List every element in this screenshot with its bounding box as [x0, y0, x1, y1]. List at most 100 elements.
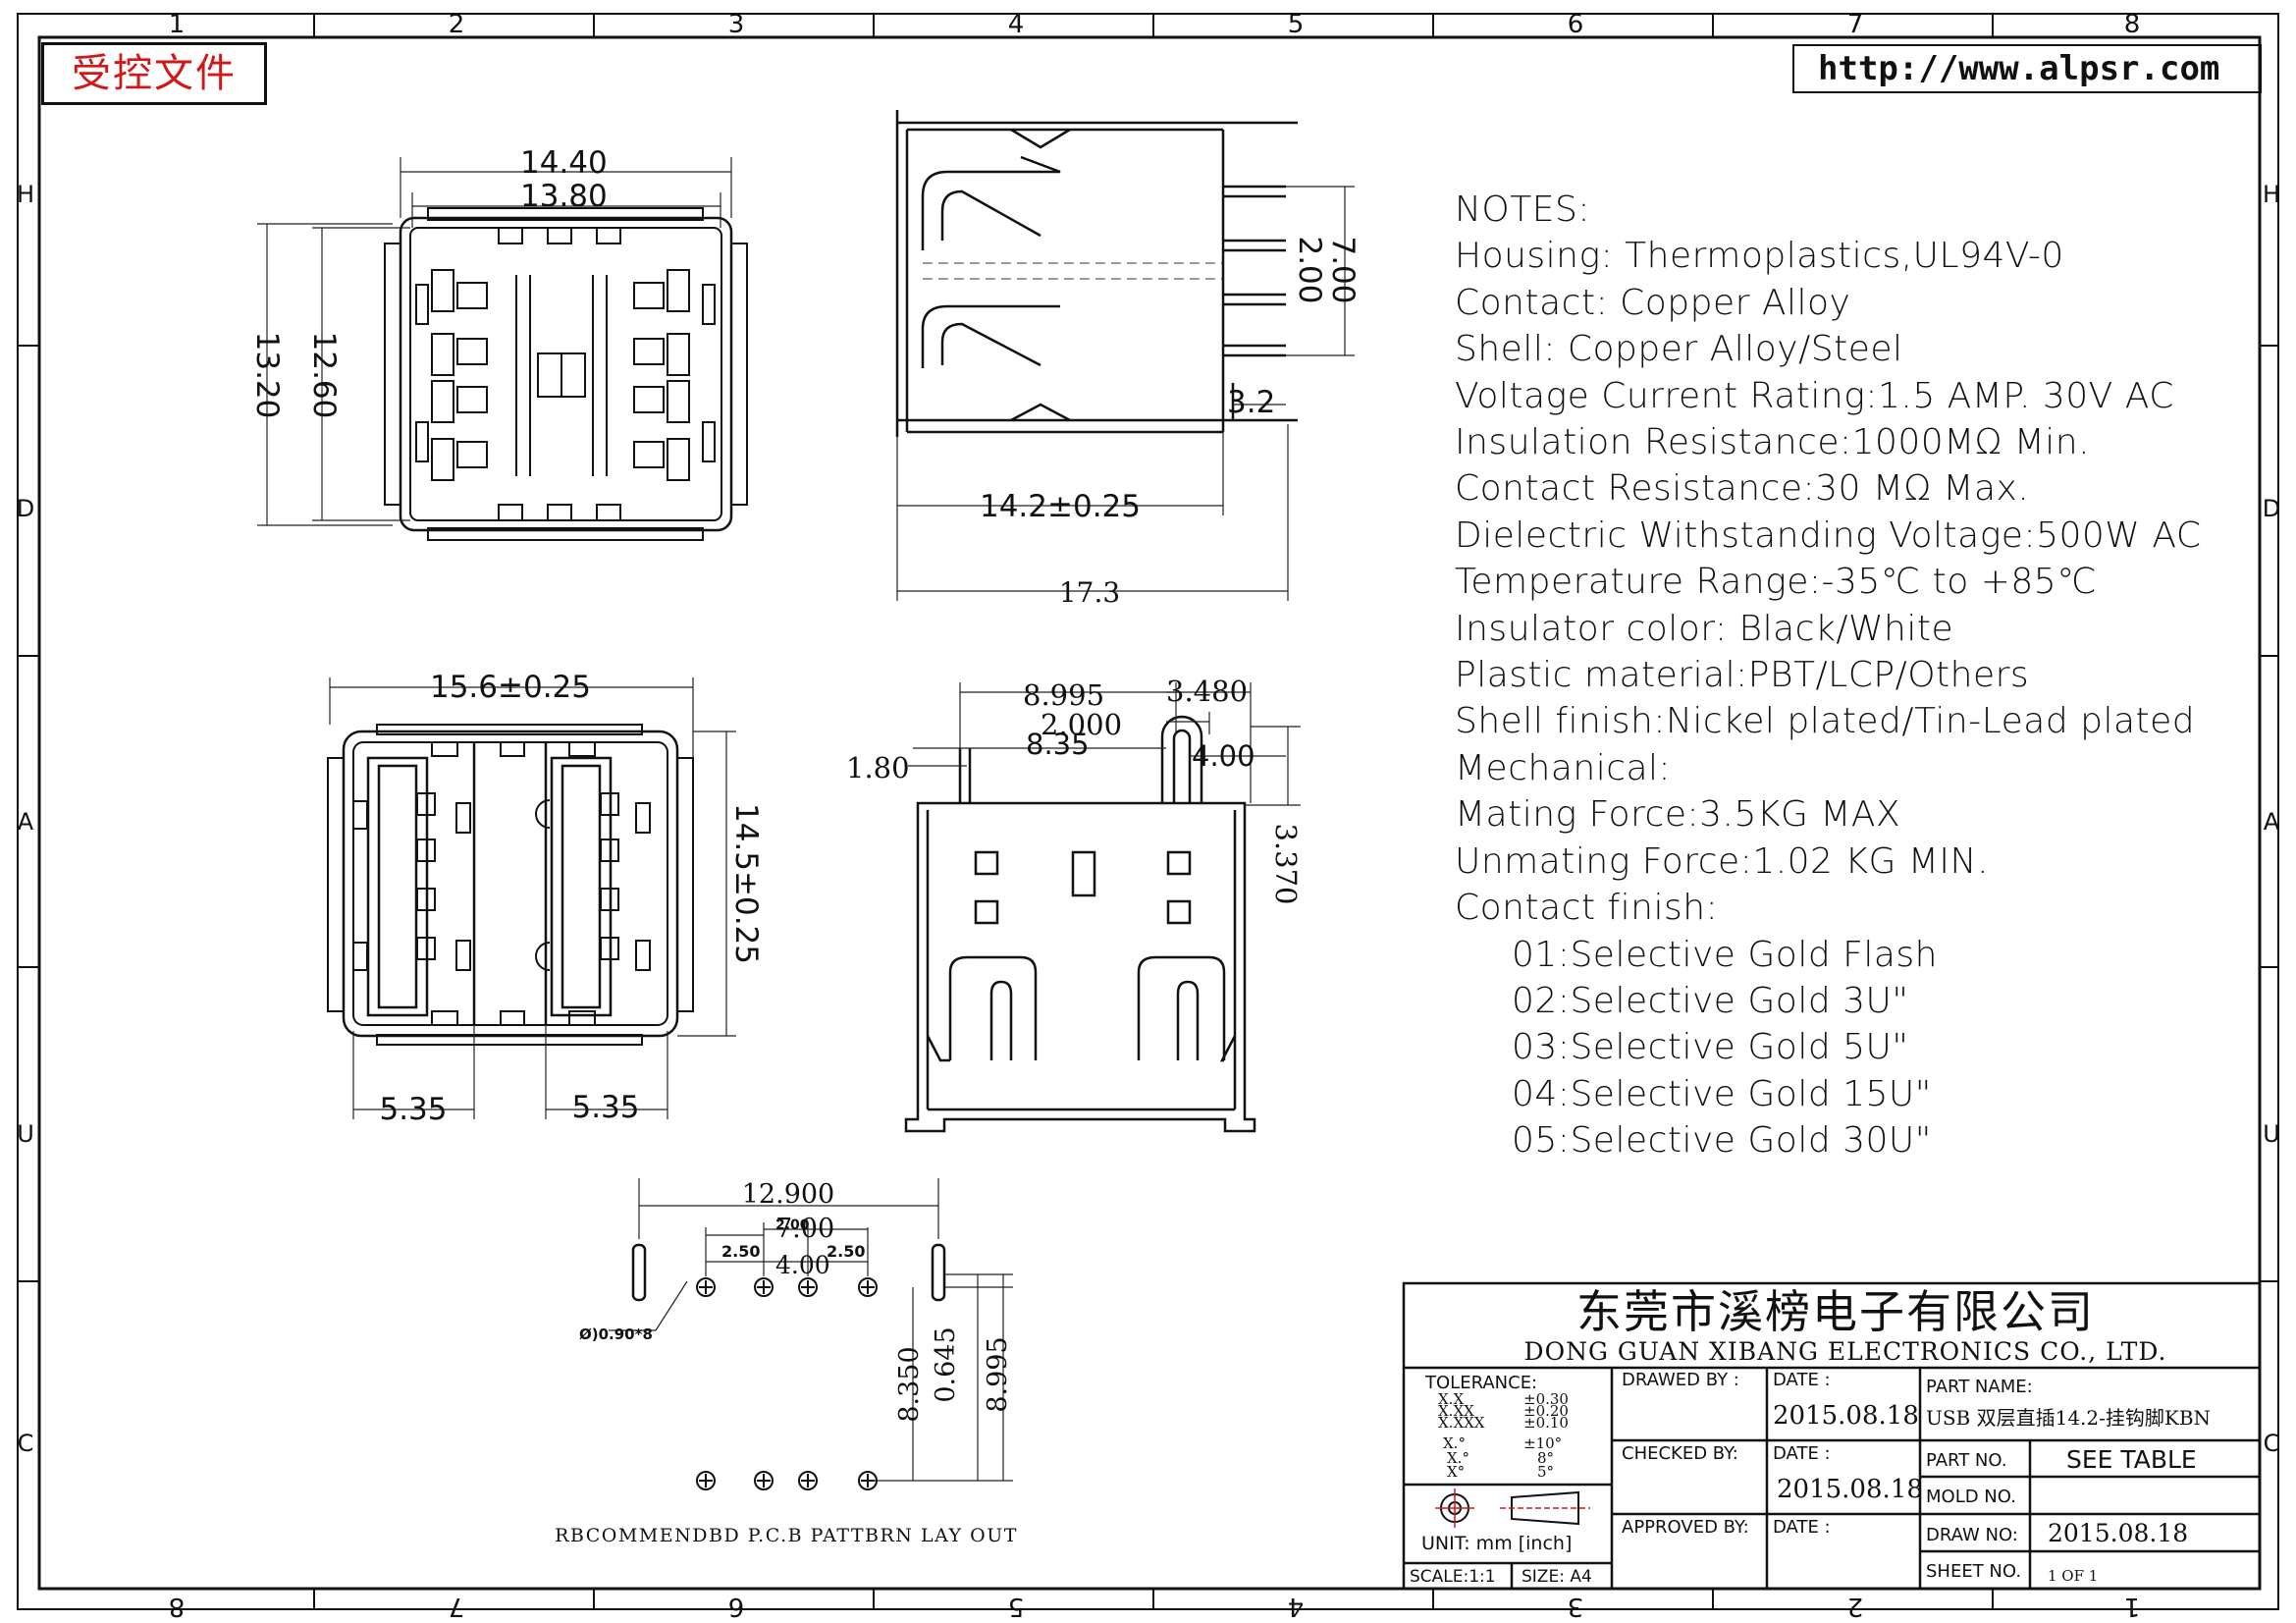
tol-key: X.XXX	[1438, 1414, 1485, 1432]
mold-no-label: MOLD NO.	[1926, 1487, 2016, 1507]
tol-key: X.XX	[1438, 1402, 1474, 1420]
row-label: C	[2264, 1430, 2280, 1457]
dim-label: 2.00	[1292, 236, 1327, 303]
row-label: A	[2264, 808, 2280, 836]
checked-date: 2015.08.18	[1777, 1475, 1923, 1504]
sheet-count: 1 OF 1	[2048, 1567, 2098, 1585]
tol-key: X.X	[1438, 1390, 1464, 1408]
note-line: Contact: Copper Alloy	[1455, 282, 1851, 323]
note-line: Shell: Copper Alloy/Steel	[1455, 329, 1903, 370]
date-label: DATE :	[1773, 1517, 1831, 1538]
finish-option: 03:Selective Gold 5U"	[1512, 1027, 1909, 1068]
dim-label: 13.80	[520, 179, 608, 214]
dim-label: 14.5±0.25	[728, 803, 764, 964]
col-label: 3	[728, 10, 745, 39]
col-label: 5	[1288, 10, 1305, 39]
dim-label: 8.35	[1026, 728, 1090, 761]
note-line: Shell finish:Nickel plated/Tin-Lead plat…	[1455, 701, 2196, 742]
note-line: Mechanical:	[1455, 747, 1672, 788]
row-label: A	[18, 808, 34, 836]
dim-label: 7.00	[1325, 236, 1361, 303]
title-block: 东莞市溪榜电子有限公司 DONG GUAN XIBANG ELECTRONICS…	[1402, 1281, 2262, 1591]
draw-no-label: DRAW NO:	[1926, 1525, 2018, 1545]
dim-label: 14.40	[520, 145, 608, 181]
note-line: Temperature Range:-35℃ to +85℃	[1455, 562, 2098, 603]
dim-label: 2.000	[1041, 708, 1122, 741]
drawn-date: 2015.08.18	[1773, 1401, 1919, 1431]
note-line: Mating Force:3.5KG MAX	[1455, 794, 1901, 836]
note-line: Plastic material:PBT/LCP/Others	[1455, 655, 2030, 696]
row-label: C	[18, 1430, 34, 1457]
dim-label: 12.900	[742, 1179, 834, 1210]
col-label: 4	[1008, 10, 1025, 39]
tol-val: ±0.20	[1523, 1402, 1569, 1420]
note-line: Voltage Current Rating:1.5 AMP. 30V AC	[1455, 375, 2174, 416]
tol-key: X°	[1447, 1463, 1465, 1481]
dim-label: 7.00	[775, 1214, 834, 1244]
dim-label: 13.20	[249, 332, 285, 419]
dim-label: 2.50	[721, 1242, 760, 1261]
checked-by-label: CHECKED BY:	[1622, 1443, 1738, 1464]
col-label: 8	[2124, 10, 2141, 39]
tol-val: ±10°	[1523, 1434, 1562, 1452]
tol-val: 5°	[1537, 1463, 1554, 1481]
row-label: U	[17, 1120, 34, 1148]
dim-label: 3.370	[1269, 823, 1303, 904]
pcb-caption: RBCOMMENDBD P.C.B PATTBRN LAY OUT	[555, 1525, 1018, 1546]
projection-symbol-icon	[1435, 1488, 1590, 1528]
col-label-bottom: 3	[1568, 1592, 1584, 1621]
row-label: U	[2263, 1120, 2280, 1148]
row-label: H	[2263, 181, 2280, 208]
finish-option: 01:Selective Gold Flash	[1512, 934, 1938, 975]
dim-label: 5.35	[571, 1090, 639, 1125]
dim-label: 15.6±0.25	[430, 670, 591, 705]
size-label: SIZE: A4	[1522, 1567, 1592, 1587]
dim-label: 3.480	[1166, 675, 1248, 708]
side-view-bottom: 8.995 3.480 2.000 8.35 1.80 4.00 3.370	[846, 675, 1303, 1133]
part-name: USB 双层直插14.2-挂钩脚KBN	[1926, 1406, 2211, 1430]
col-label: 1	[169, 10, 186, 39]
col-label-bottom: 5	[1008, 1592, 1025, 1621]
col-label: 2	[449, 10, 465, 39]
note-line: Dielectric Withstanding Voltage:500W AC	[1455, 514, 2202, 556]
date-label: DATE :	[1773, 1443, 1831, 1464]
col-label-bottom: 7	[449, 1592, 465, 1621]
tolerance-label: TOLERANCE:	[1424, 1373, 1537, 1393]
col-label: 7	[1847, 10, 1864, 39]
row-label: H	[17, 181, 34, 208]
col-label-bottom: 2	[1847, 1592, 1864, 1621]
approved-by-label: APPROVED BY:	[1622, 1517, 1749, 1538]
part-name-label: PART NAME:	[1926, 1377, 2033, 1397]
dim-label: 1.80	[846, 751, 910, 784]
part-no: SEE TABLE	[2066, 1445, 2197, 1474]
finish-option: 05:Selective Gold 30U"	[1512, 1120, 1932, 1162]
dim-label: 4.00	[775, 1251, 830, 1279]
date-label: DATE :	[1773, 1370, 1831, 1390]
tol-val: ±0.30	[1523, 1390, 1569, 1408]
note-line: Contact Resistance:30 MΩ Max.	[1455, 468, 2030, 510]
company-name-en: DONG GUAN XIBANG ELECTRONICS CO., LTD.	[1524, 1337, 2167, 1366]
finish-option: 02:Selective Gold 3U"	[1512, 980, 1909, 1021]
note-line: Contact finish:	[1455, 888, 1719, 929]
note-line: NOTES:	[1455, 189, 1590, 230]
frame: 1 2 3 4 5 6 7 8 8 7 6 5 4 3 2 1 H D A U …	[17, 10, 2280, 1621]
draw-no: 2015.08.18	[2048, 1519, 2188, 1547]
tol-key: X.°	[1447, 1449, 1469, 1467]
dim-label: 8.995	[983, 1336, 1013, 1412]
dim-label: 2.50	[827, 1242, 865, 1261]
tol-val: 8°	[1537, 1449, 1554, 1467]
dim-label: 12.60	[306, 332, 342, 419]
dim-label: 3.2	[1227, 385, 1275, 420]
front-view-top: 14.40 13.80 13.20 12.60	[249, 145, 748, 541]
website-url: http://www.alpsr.com	[1792, 44, 2262, 93]
note-line: Insulation Resistance:1000MΩ Min.	[1455, 422, 2091, 463]
tol-val: ±0.10	[1523, 1414, 1569, 1432]
row-label: D	[2263, 495, 2280, 522]
company-name-cn: 东莞市溪榜电子有限公司	[1576, 1285, 2095, 1338]
note-line: Unmating Force:1.02 KG MIN.	[1455, 840, 1989, 882]
row-label: D	[17, 495, 34, 522]
dim-label: 2.00	[775, 1217, 810, 1233]
dim-label: 8.995	[1023, 678, 1104, 712]
col-label: 6	[1568, 10, 1584, 39]
